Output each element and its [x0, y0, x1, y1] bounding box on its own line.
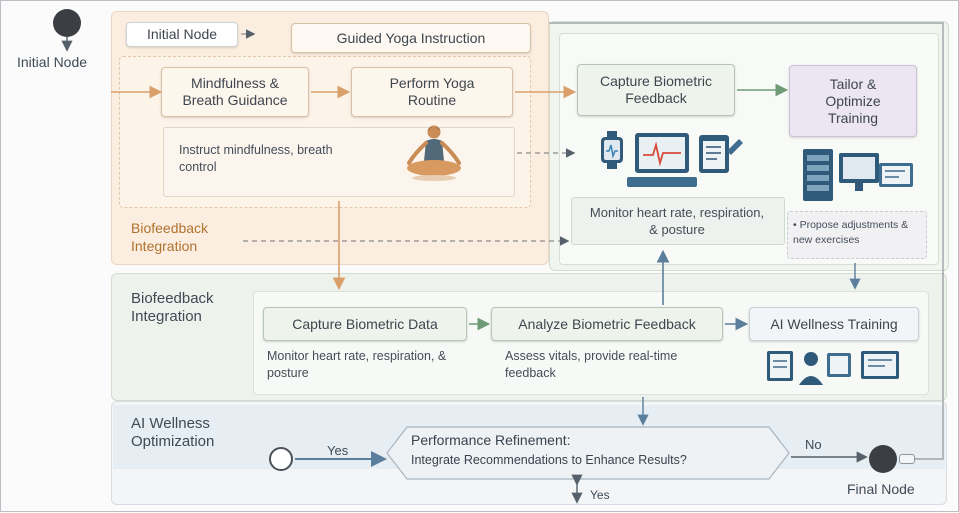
biofeedback-label-top: Biofeedback Integration: [131, 220, 209, 254]
analyze-box: Analyze Biometric Feedback: [491, 307, 723, 341]
final-node-label: Final Node: [847, 481, 915, 497]
ai-opt-label: AI Wellness Optimization: [131, 415, 215, 450]
yes-bottom-label: Yes: [590, 488, 610, 502]
servers-illustration: [803, 149, 913, 201]
initial-node-circle: [53, 9, 81, 37]
decision-title: Performance Refinement:: [411, 432, 571, 448]
monitor-note-top: Monitor heart rate, respiration, & postu…: [589, 205, 765, 237]
final-node-circle: [869, 445, 897, 473]
ai-training-box: AI Wellness Training: [749, 307, 919, 341]
perform-yoga-box: Perform Yoga Routine: [351, 67, 513, 117]
capture-feedback-box: Capture Biometric Feedback: [577, 64, 735, 116]
tailor-box: Tailor & Optimize Training: [789, 65, 917, 137]
instruct-note: Instruct mindfulness, breath control: [179, 143, 333, 174]
no-label: No: [805, 437, 822, 452]
keyboard-icon: [627, 177, 697, 187]
devices-illustration: [601, 131, 743, 187]
yes-left-label: Yes: [327, 443, 349, 458]
figure-shadow: [412, 175, 456, 181]
mindfulness-box: Mindfulness & Breath Guidance: [161, 67, 309, 117]
ai-training-illustration: [767, 351, 899, 385]
guided-yoga-title: Guided Yoga Instruction: [291, 23, 531, 53]
figure-torso: [424, 139, 444, 161]
biofeedback-label-mid: Biofeedback Integration: [131, 290, 214, 325]
figure-head: [427, 125, 441, 139]
person-icon: [804, 352, 818, 366]
bullet-icon: [267, 350, 271, 354]
monitor-note-mid: Monitor heart rate, respiration, & postu…: [267, 349, 447, 380]
optimization-start-node: [269, 447, 293, 471]
final-node-connector: [899, 454, 915, 464]
figure-arms: [407, 141, 461, 165]
meditation-figure: [407, 125, 461, 181]
assess-note: Assess vitals, provide real-time feedbac…: [505, 349, 678, 380]
initial-node-tag: Initial Node: [126, 22, 238, 47]
figure-hair: [427, 126, 441, 131]
initial-node-label: Initial Node: [17, 54, 88, 70]
figure-legs: [407, 160, 461, 176]
decision-sub: Integrate Recommendations to Enhance Res…: [411, 453, 687, 467]
capture-data-box: Capture Biometric Data: [263, 307, 467, 341]
propose-note: • Propose adjustments & new exercises: [793, 219, 909, 246]
